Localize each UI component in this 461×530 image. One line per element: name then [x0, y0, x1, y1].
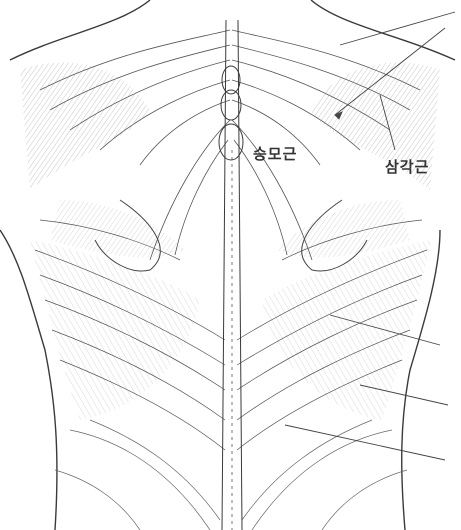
label-trapezius: 승모근 [253, 143, 297, 164]
leader-line-1 [340, 12, 455, 45]
lower-back-fibers [55, 420, 407, 530]
lat-left-shade [30, 240, 200, 420]
teres-left-shade [50, 200, 185, 257]
teres-right-shade [277, 200, 410, 257]
leader-line-6 [285, 425, 445, 460]
shoulder-left-shade [20, 63, 150, 190]
spine [219, 20, 243, 530]
label-deltoid: 삼각근 [385, 156, 429, 177]
